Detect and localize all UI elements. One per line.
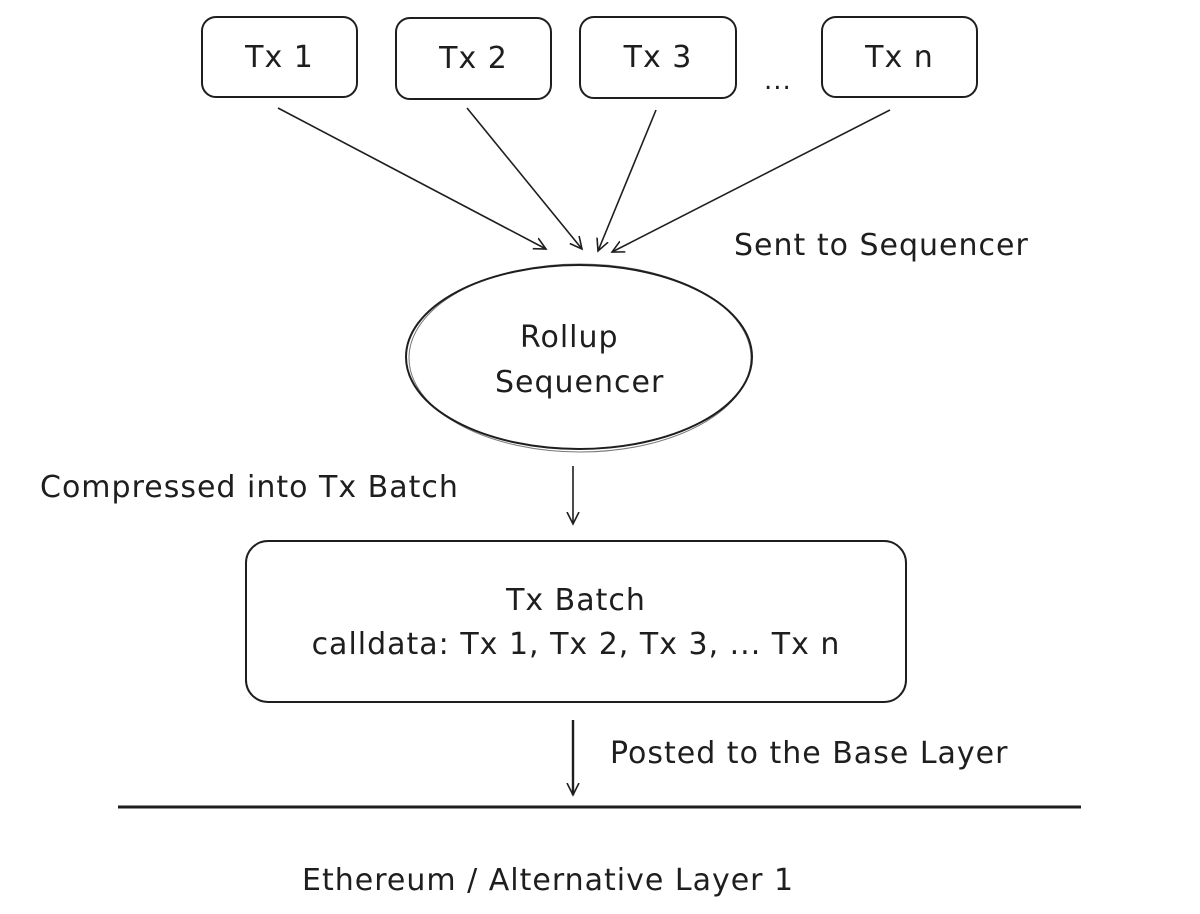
tx-label-1: Tx 1 xyxy=(245,39,314,75)
tx-box-n xyxy=(821,16,978,98)
tx-label-2: Tx 2 xyxy=(439,41,508,76)
sent-to-sequencer-label: Sent to Sequencer xyxy=(734,228,1029,263)
base-layer-label: Ethereum / Alternative Layer 1 xyxy=(302,863,795,898)
sequencer-ellipse xyxy=(405,264,753,450)
tx-box-3 xyxy=(579,16,737,99)
batch-title: Tx Batch xyxy=(506,583,646,618)
arrow-tx3-to-sequencer xyxy=(598,109,657,251)
sequencer-label-line2: Sequencer xyxy=(495,365,665,400)
posted-label: Posted to the Base Layer xyxy=(610,736,1009,771)
sequencer-ellipse-sketch xyxy=(408,263,752,453)
tx-box-2 xyxy=(395,17,552,100)
compressed-label: Compressed into Tx Batch xyxy=(40,470,459,505)
tx-label-3: Tx 3 xyxy=(623,40,693,75)
sequencer-label-line1: Rollup xyxy=(520,320,619,355)
arrow-txn-to-sequencer xyxy=(612,109,891,252)
tx-box-1 xyxy=(201,16,358,98)
batch-calldata: calldata: Tx 1, Tx 2, Tx 3, ... Tx n xyxy=(311,627,841,662)
batch-box xyxy=(245,540,907,703)
ellipsis-label: ... xyxy=(764,66,792,96)
tx-label-n: Tx n xyxy=(865,39,934,75)
arrow-tx1-to-sequencer xyxy=(277,107,546,249)
arrow-tx2-to-sequencer xyxy=(466,107,582,249)
